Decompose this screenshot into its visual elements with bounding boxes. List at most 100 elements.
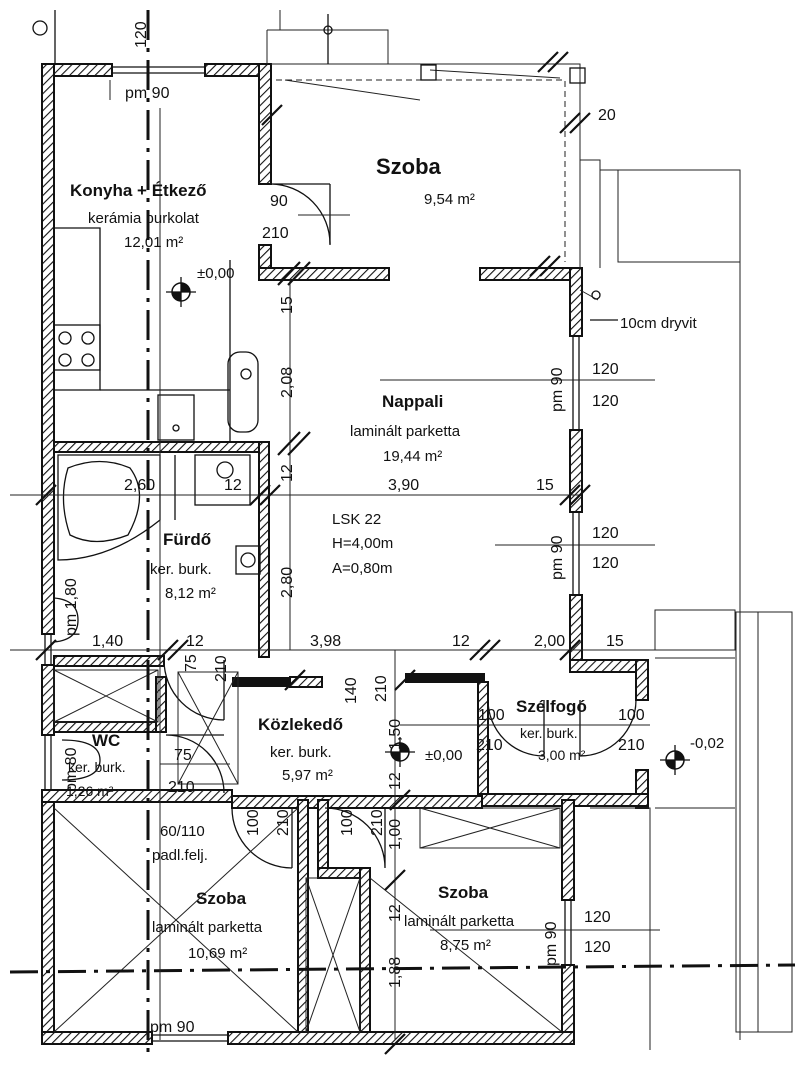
- annotations: LSK 22 H=4,00m A=0,80m ±0,00 ±0,00 -0,02…: [152, 265, 724, 864]
- dim-90-door: 90: [270, 193, 288, 210]
- dim-100-e: 1,00: [387, 819, 404, 850]
- wall-bath-north: [53, 441, 270, 453]
- door-swing-bedroom-right: [324, 807, 386, 869]
- dim-pm90-kitchen: pm 90: [125, 85, 170, 102]
- room-area-kozlekedo: 5,97 m²: [282, 767, 333, 784]
- dim-15-a: 15: [279, 296, 296, 314]
- dim-210-e: 210: [168, 779, 195, 796]
- dim-12-b: 12: [279, 464, 296, 482]
- level-kitchen: ±0,00: [197, 265, 234, 282]
- room-finish-wc: ker. burk.: [68, 759, 126, 775]
- room-name-furdo: Fürdő: [163, 530, 211, 549]
- note-attic-2: padl.felj.: [152, 847, 208, 864]
- wall-nappali-east: [569, 267, 583, 337]
- bathtub: [57, 454, 161, 561]
- room-name-szoba-left: Szoba: [196, 889, 247, 908]
- wardrobe: [305, 877, 361, 1033]
- column-marker-a: [420, 64, 437, 81]
- dim-260: 2,60: [124, 477, 155, 494]
- wall-kitchen-east: [258, 63, 272, 185]
- dim-120-b: 120: [592, 393, 619, 410]
- chimney-height: H=4,00m: [332, 535, 393, 552]
- dim-390: 3,90: [388, 477, 419, 494]
- dim-120-c: 120: [592, 525, 619, 542]
- dim-15-c: 15: [606, 633, 624, 650]
- wall-right-bedroom-east: [561, 799, 575, 901]
- dim-12-a: 12: [224, 477, 242, 494]
- dim-pm80: pm 80: [63, 747, 80, 792]
- room-area-furdo: 8,12 m²: [165, 585, 216, 602]
- room-name-wc: WC: [92, 731, 120, 750]
- room-area-konyha: 12,01 m²: [124, 234, 183, 251]
- terrace-steps: [735, 611, 793, 1033]
- chimney-section: A=0,80m: [332, 560, 392, 577]
- room-area-nappali: 19,44 m²: [383, 448, 442, 465]
- dimension-labels: 120 pm 90 20 90 210 15 2,08 pm 90 120 12…: [63, 21, 645, 1036]
- dim-pm90-c: pm 90: [543, 921, 560, 966]
- room-area-szoba-left: 10,69 m²: [188, 945, 247, 962]
- dim-pm90-b: pm 90: [549, 535, 566, 580]
- column-marker-b: [569, 67, 586, 84]
- door-swing-wc: [165, 734, 225, 794]
- bath-cabinet: [194, 454, 251, 506]
- dim-398: 3,98: [310, 633, 341, 650]
- wall-wc-east: [155, 676, 167, 733]
- level-outside: -0,02: [690, 735, 724, 752]
- wall-left-exterior: [41, 63, 55, 635]
- note-dryvit: 10cm dryvit: [620, 315, 698, 332]
- dim-75-b: 75: [174, 747, 192, 764]
- dim-12-f: 12: [387, 904, 404, 922]
- room-finish-furdo: ker. burk.: [150, 561, 212, 578]
- dimension-lines: [10, 10, 660, 1055]
- dim-100-c: 100: [245, 809, 262, 836]
- level-marker-hall: [385, 737, 415, 767]
- room-area-szoba-right: 8,75 m²: [440, 937, 491, 954]
- kitchen-sink: [157, 394, 195, 441]
- wall-bath-south-right: [232, 677, 292, 687]
- dim-120-e: 120: [584, 909, 611, 926]
- dim-pm90-d: pm 90: [150, 1019, 195, 1036]
- dim-140: 1,40: [92, 633, 123, 650]
- stove: [53, 324, 101, 371]
- dim-120-a: 120: [592, 361, 619, 378]
- room-finish-kozlekedo: ker. burk.: [270, 744, 332, 761]
- room-area-szelfogo: 3,00 m²: [538, 747, 586, 763]
- axis-lines: [9, 10, 796, 1060]
- top-room-outline: [266, 14, 741, 1040]
- room-finish-szelfogo: ker. burk.: [520, 725, 578, 741]
- room-name-szoba-right: Szoba: [438, 883, 489, 902]
- room-name-nappali: Nappali: [382, 392, 443, 411]
- dim-12-c: 12: [186, 633, 204, 650]
- room-area-wc: 1,26 m²: [66, 783, 114, 799]
- dim-120-top: 120: [133, 21, 150, 48]
- dim-208: 2,08: [279, 367, 296, 398]
- dim-210-d: 210: [618, 737, 645, 754]
- toilet-bath: [227, 351, 259, 433]
- dim-210-door: 210: [262, 225, 289, 242]
- wall-right-bedroom-east-low: [561, 964, 575, 1041]
- wall-szelfogo-east: [635, 659, 649, 701]
- room-name-konyha: Konyha + Étkező: [70, 181, 207, 200]
- dim-140b: 140: [343, 677, 360, 704]
- chimney-code: LSK 22: [332, 511, 381, 528]
- wall-nappali-east-low: [569, 594, 583, 668]
- dim-210-b: 210: [373, 675, 390, 702]
- dim-12-e: 12: [387, 772, 404, 790]
- room-finish-nappali: laminált parketta: [350, 423, 461, 440]
- room-area-szoba-top: 9,54 m²: [424, 191, 475, 208]
- room-finish-szoba-right: laminált parketta: [404, 913, 515, 930]
- wall-hall-south: [231, 795, 483, 809]
- dim-210-g: 210: [369, 809, 386, 836]
- dim-120-f: 120: [584, 939, 611, 956]
- dim-120-d: 120: [592, 555, 619, 572]
- level-hall: ±0,00: [425, 747, 462, 764]
- room-labels: Szoba 9,54 m² Konyha + Étkező kerámia bu…: [66, 154, 587, 962]
- dim-pm90-a: pm 90: [549, 367, 566, 412]
- dim-200: 2,00: [534, 633, 565, 650]
- hall-closet: [177, 671, 239, 785]
- dim-12-d: 12: [452, 633, 470, 650]
- dim-100-a: 100: [478, 707, 505, 724]
- level-marker-kitchen: [166, 277, 196, 307]
- hall-niche: [419, 807, 561, 849]
- room-finish-szoba-left: laminált parketta: [152, 919, 263, 936]
